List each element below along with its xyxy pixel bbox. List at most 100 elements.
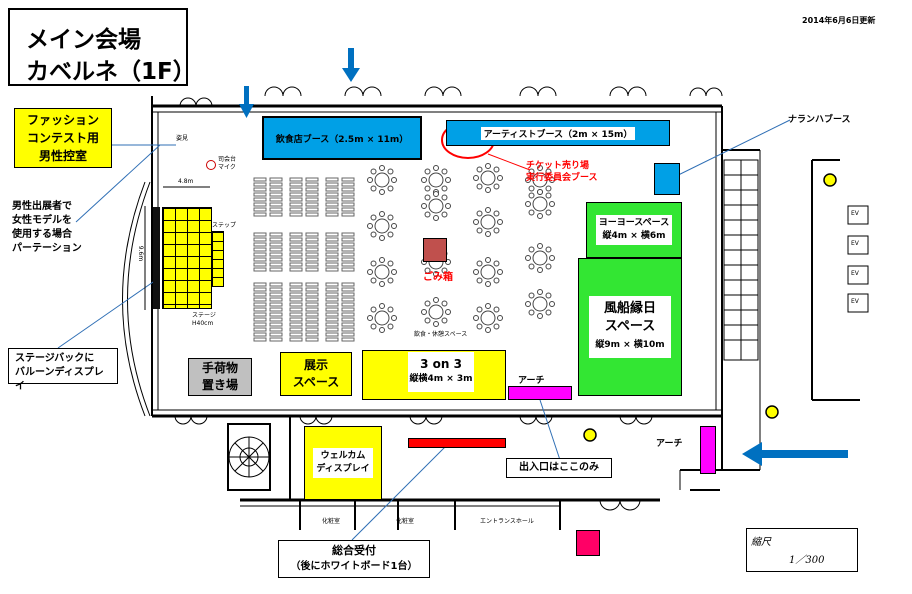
table-chair bbox=[387, 260, 394, 267]
seat-row bbox=[253, 287, 267, 292]
table-chair bbox=[485, 327, 491, 333]
fashion-line2: コンテスト用 bbox=[26, 131, 99, 145]
table-chair bbox=[476, 260, 483, 267]
seat-row bbox=[269, 207, 283, 212]
seat-row bbox=[269, 242, 283, 247]
seat-row bbox=[289, 192, 303, 197]
naranha-booth bbox=[654, 163, 680, 195]
table-chair bbox=[537, 289, 543, 295]
round-table bbox=[374, 172, 390, 188]
table-chair bbox=[537, 243, 543, 249]
ev-label-2: EV bbox=[851, 240, 859, 247]
table-chair bbox=[387, 231, 394, 238]
backdrop-callout: ステージバックに バルーンディスプレイ bbox=[8, 348, 118, 392]
seat-row bbox=[289, 262, 303, 267]
seat-row bbox=[253, 197, 267, 202]
ticket-line2: 実行委員会ブース bbox=[526, 173, 598, 183]
table-chair bbox=[441, 168, 448, 175]
seat-row bbox=[341, 187, 355, 192]
seat-row bbox=[253, 247, 267, 252]
naranha-label: ナランハブース bbox=[788, 115, 851, 125]
seat-row bbox=[341, 242, 355, 247]
table-chair bbox=[497, 175, 503, 181]
table-chair bbox=[485, 163, 491, 169]
seat-row bbox=[305, 202, 319, 207]
table-chair bbox=[476, 277, 483, 284]
seat-row bbox=[341, 287, 355, 292]
table-chair bbox=[497, 269, 503, 275]
seat-row bbox=[269, 197, 283, 202]
seat-row bbox=[305, 252, 319, 257]
table-chair bbox=[424, 211, 431, 218]
balloon-line3: 縦9m × 横10m bbox=[595, 340, 665, 350]
seat-row bbox=[305, 262, 319, 267]
seat-row bbox=[253, 337, 267, 342]
seat-row bbox=[253, 327, 267, 332]
three-on-three-label: 3 on 3 縦横4m × 3m bbox=[408, 352, 474, 392]
table-chair bbox=[493, 323, 500, 330]
seat-row bbox=[289, 307, 303, 312]
seat-row bbox=[253, 292, 267, 297]
table-chair bbox=[485, 187, 491, 193]
round-table bbox=[428, 198, 444, 214]
artist-booth: アーティストブース（2m × 15m） bbox=[446, 120, 670, 146]
table-chair bbox=[367, 315, 373, 321]
seat-row bbox=[325, 332, 339, 337]
seat-row bbox=[269, 247, 283, 252]
arch-2-label: アーチ bbox=[656, 439, 683, 449]
seat-row bbox=[305, 232, 319, 237]
seat-row bbox=[341, 332, 355, 337]
seat-row bbox=[325, 202, 339, 207]
seat-row bbox=[269, 332, 283, 337]
seat-row bbox=[253, 202, 267, 207]
round-tables bbox=[367, 163, 555, 333]
food-booth: 飲食店ブース（2.5m × 11m） bbox=[262, 116, 422, 160]
seat-row bbox=[305, 302, 319, 307]
seat-row bbox=[305, 197, 319, 202]
table-chair bbox=[391, 223, 397, 229]
seat-row bbox=[289, 242, 303, 247]
table-chair bbox=[545, 263, 552, 270]
partition-line4: パーテーション bbox=[12, 243, 82, 254]
table-chair bbox=[476, 210, 483, 217]
seat-row bbox=[289, 312, 303, 317]
table-chair bbox=[476, 323, 483, 330]
stage-label: ステージ H40cm bbox=[192, 312, 216, 328]
seat-row bbox=[269, 177, 283, 182]
seat-row bbox=[253, 232, 267, 237]
reception-line1: 総合受付 bbox=[332, 544, 376, 557]
table-chair bbox=[545, 246, 552, 253]
table-chair bbox=[424, 317, 431, 324]
seat-row bbox=[269, 282, 283, 287]
seat-row bbox=[325, 177, 339, 182]
seat-row bbox=[289, 252, 303, 257]
mc-label: 司会台 マイク bbox=[218, 156, 236, 172]
seat-row bbox=[269, 322, 283, 327]
seat-row bbox=[289, 302, 303, 307]
table-chair bbox=[493, 260, 500, 267]
table-chair bbox=[473, 269, 479, 275]
seat-row bbox=[305, 182, 319, 187]
table-chair bbox=[387, 214, 394, 221]
seat-row bbox=[305, 332, 319, 337]
seat-row bbox=[325, 187, 339, 192]
yoyo-space: ヨーヨースペース 縦4m × 横6m bbox=[586, 202, 682, 258]
table-chair bbox=[424, 267, 431, 274]
trash-label: ごみ箱 bbox=[423, 272, 453, 283]
table-chair bbox=[379, 303, 385, 309]
spiral-stair bbox=[227, 423, 271, 491]
seat-row bbox=[341, 312, 355, 317]
seat-row bbox=[269, 307, 283, 312]
seat-row bbox=[305, 322, 319, 327]
scale-label: 縮尺 bbox=[751, 537, 771, 548]
seat-row bbox=[289, 197, 303, 202]
table-chair bbox=[537, 213, 543, 219]
table-chair bbox=[424, 300, 431, 307]
table-chair bbox=[528, 192, 535, 199]
table-chair bbox=[433, 297, 439, 303]
table-chair bbox=[493, 306, 500, 313]
seat-row bbox=[289, 257, 303, 262]
stage-size-text: H40cm bbox=[192, 320, 214, 327]
table-chair bbox=[549, 301, 555, 307]
table-chair bbox=[433, 191, 439, 197]
